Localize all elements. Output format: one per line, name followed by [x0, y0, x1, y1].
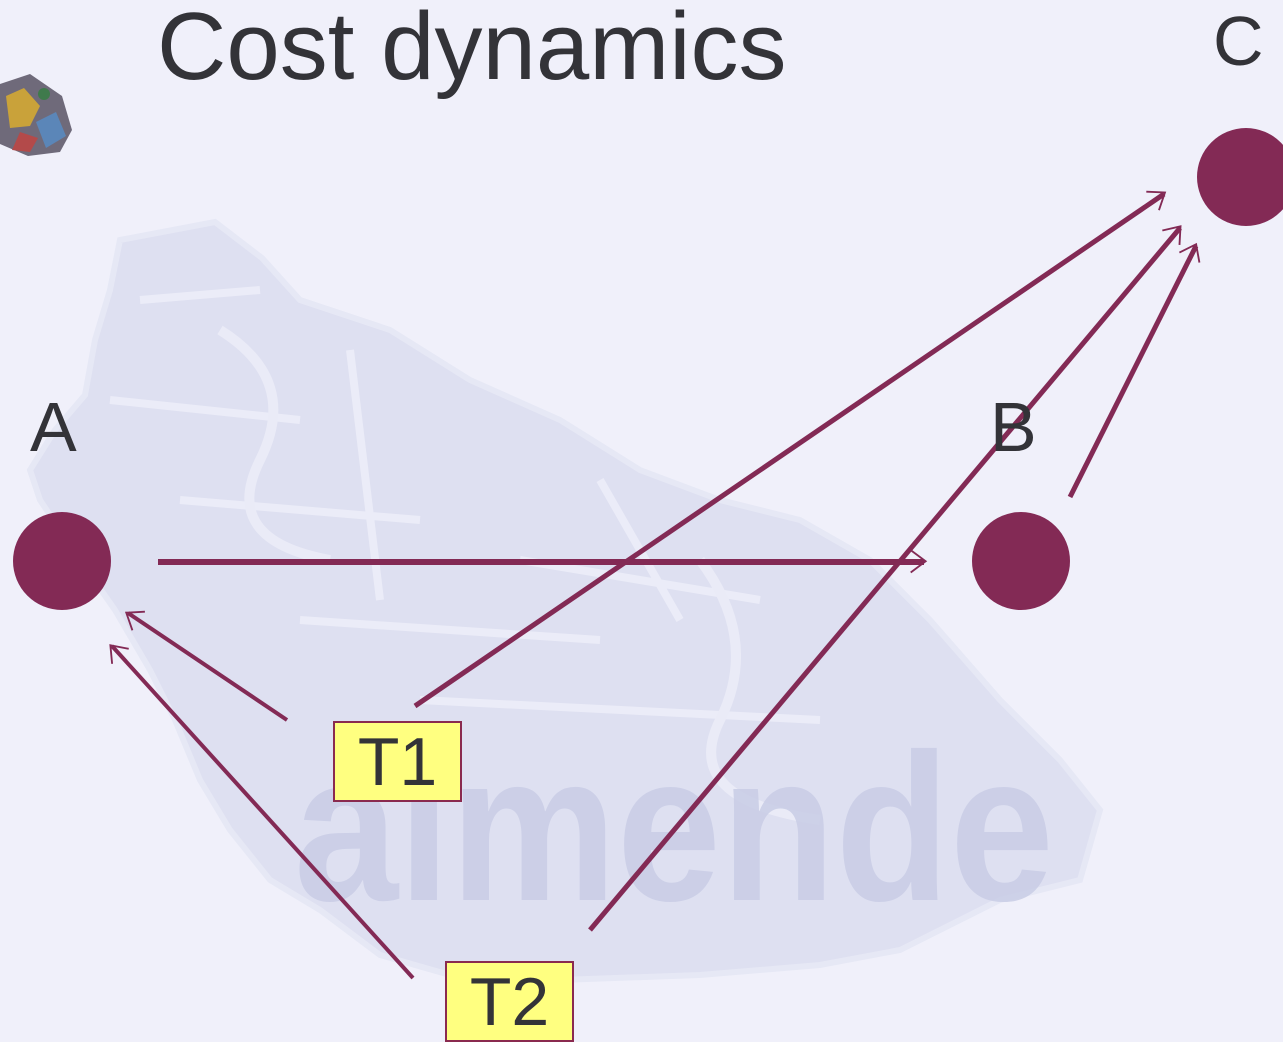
node-a [13, 512, 111, 610]
node-b-label: B [990, 388, 1037, 466]
arrow-b-to-c [1067, 242, 1201, 499]
arrow-t2-to-c [588, 225, 1182, 932]
arrow-t2-to-a [109, 644, 415, 980]
box-t2: T2 [445, 961, 574, 1042]
arrow-t1-to-a [124, 610, 289, 722]
slide-title: Cost dynamics [157, 0, 787, 100]
node-c [1197, 128, 1283, 226]
node-a-label: A [30, 388, 77, 466]
box-t1: T1 [333, 721, 462, 802]
node-b [972, 512, 1070, 610]
node-c-label: C [1213, 2, 1264, 80]
arrow-t1-to-c [413, 190, 1167, 709]
logo-fragment [0, 74, 72, 156]
